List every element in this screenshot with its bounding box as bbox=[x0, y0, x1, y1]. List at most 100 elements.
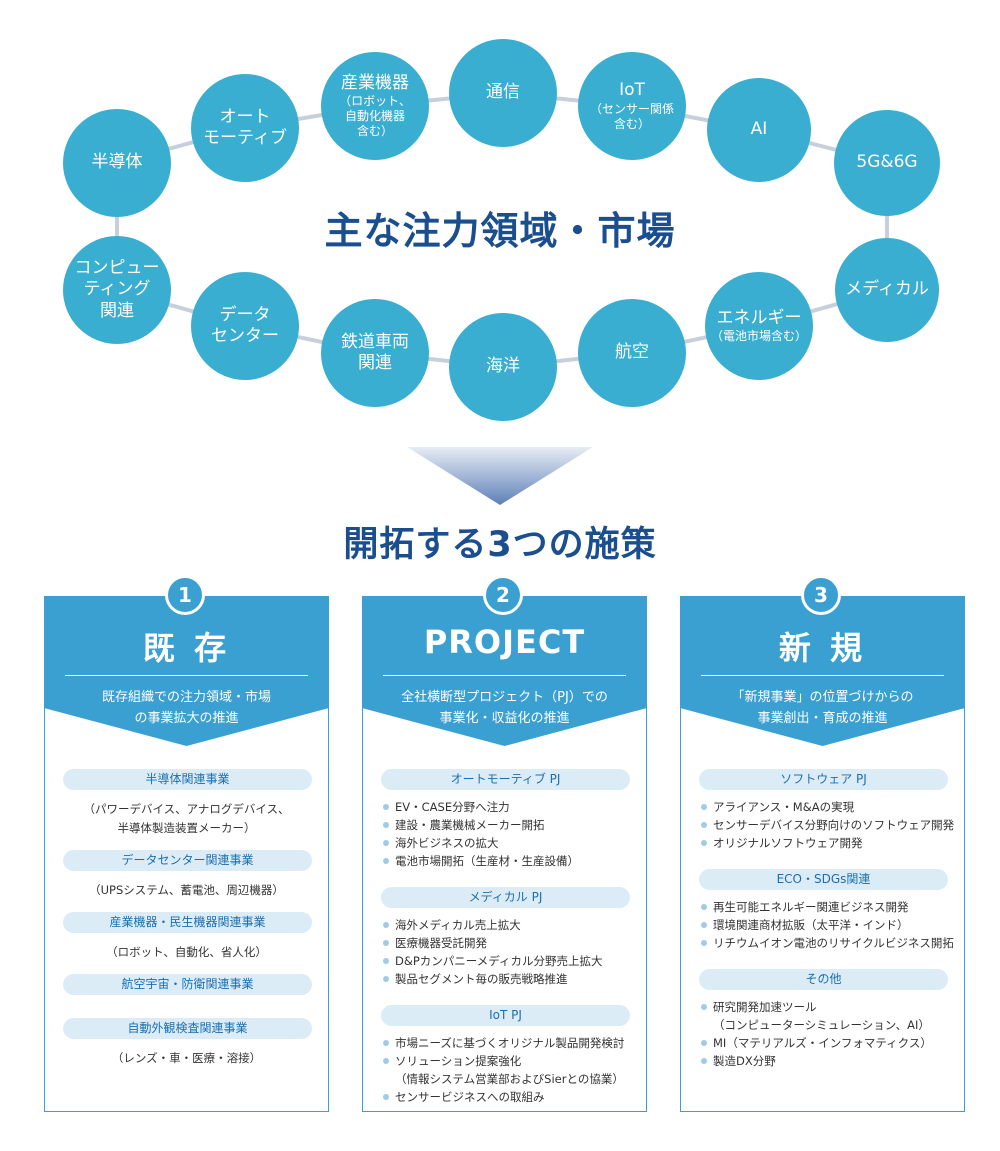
card-number-badge: 3 bbox=[801, 575, 841, 615]
group-bullet-list: 研究開発加速ツール （コンピューターシミュレーション、AI）MI（マテリアルズ・… bbox=[681, 998, 964, 1070]
card-subtitle: 既存組織での注力領域・市場 の事業拡大の推進 bbox=[101, 690, 271, 726]
bullet-item: 海外メディカル売上拡大 bbox=[383, 916, 646, 934]
card-group: ECO・SDGs関連再生可能エネルギー関連ビジネス開発環境関連商材拡販（太平洋・… bbox=[681, 869, 964, 952]
card-group: IoT PJ 市場ニーズに基づくオリジナル製品開発検討ソリューション提案強化 （情… bbox=[363, 1005, 646, 1106]
bullet-item: 市場ニーズに基づくオリジナル製品開発検討 bbox=[383, 1034, 646, 1052]
card-subtitle: 全社横断型プロジェクト（PJ）での 事業化・収益化の推進 bbox=[401, 690, 608, 726]
card-title: 既 存 bbox=[142, 629, 231, 667]
focus-area-automotive: オート モーティブ bbox=[191, 74, 299, 182]
card-header-shape bbox=[44, 596, 329, 746]
bullet-item: 製造DX分野 bbox=[701, 1052, 964, 1070]
group-label: IoT PJ bbox=[381, 1005, 630, 1026]
focus-area-note: （電池市場含む） bbox=[710, 329, 807, 344]
focus-area-medical: メディカル bbox=[835, 238, 939, 342]
group-note: （UPSシステム、蓄電池、周辺機器） bbox=[89, 883, 284, 897]
group-bullet-list: EV・CASE分野へ注力建設・農業機械メーカー開拓海外ビジネスの拡大電池市場開拓… bbox=[363, 798, 646, 870]
group-label: 産業機器・民生機器関連事業 bbox=[63, 912, 312, 933]
card-divider bbox=[383, 675, 626, 676]
bullet-item: 再生可能エネルギー関連ビジネス開発 bbox=[701, 898, 964, 916]
focus-area-label: AI bbox=[750, 119, 768, 140]
focus-area-label: 通信 bbox=[486, 82, 520, 103]
bullet-item: 電池市場開拓（生産材・生産設備） bbox=[383, 852, 646, 870]
focus-area-aviation: 航空 bbox=[578, 299, 686, 407]
down-arrow bbox=[407, 447, 593, 505]
card-header-shape bbox=[362, 596, 647, 746]
bullet-item: 海外ビジネスの拡大 bbox=[383, 834, 646, 852]
group-bullet-list: アライアンス・M&Aの実現センサーデバイス分野向けのソフトウェア開発オリジナルソ… bbox=[681, 798, 964, 852]
focus-area-iot: IoT（センサー関係 含む） bbox=[578, 52, 686, 160]
group-note: （パワーデバイス、アナログデバイス、 半導体製造装置メーカー） bbox=[83, 802, 290, 835]
bullet-item: 環境関連商材拡販（太平洋・インド） bbox=[701, 916, 964, 934]
focus-area-label: 鉄道車両 関連 bbox=[341, 331, 409, 373]
card-header-shape bbox=[680, 596, 965, 746]
focus-area-note: （センサー関係 含む） bbox=[589, 101, 674, 131]
card-divider bbox=[65, 675, 308, 676]
focus-area-label: 産業機器 bbox=[340, 72, 409, 93]
bullet-item: MI（マテリアルズ・インフォマティクス） bbox=[701, 1034, 964, 1052]
bullet-item: 製品セグメント毎の販売戦略推進 bbox=[383, 970, 646, 988]
bullet-item: 建設・農業機械メーカー開拓 bbox=[383, 816, 646, 834]
focus-area-railway: 鉄道車両 関連 bbox=[321, 299, 429, 407]
focus-area-industrial: 産業機器（ロボット、 自動化機器 含む） bbox=[321, 52, 429, 160]
section-title: 開拓する3つの施策 bbox=[343, 525, 657, 565]
focus-area-label: 5G&6G bbox=[856, 152, 918, 173]
group-bullet-list: 再生可能エネルギー関連ビジネス開発環境関連商材拡販（太平洋・インド）リチウムイオ… bbox=[681, 898, 964, 952]
card-number-badge: 2 bbox=[483, 575, 523, 615]
group-label: メディカル PJ bbox=[381, 887, 630, 908]
group-label: データセンター関連事業 bbox=[63, 850, 312, 871]
focus-area-label: データ センター bbox=[211, 304, 279, 346]
bullet-item: センサーデバイス分野向けのソフトウェア開発 bbox=[701, 816, 964, 834]
card-body: 半導体関連事業 （パワーデバイス、アナログデバイス、 半導体製造装置メーカー） デー… bbox=[45, 769, 328, 1080]
focus-area-computing: コンピュー ティング 関連 bbox=[63, 236, 171, 344]
group-label: 航空宇宙・防衛関連事業 bbox=[63, 974, 312, 995]
focus-areas-diagram: 主な注力領域・市場 半導体オート モーティブ産業機器（ロボット、 自動化機器 含… bbox=[0, 0, 1000, 421]
focus-area-telecom: 通信 bbox=[449, 39, 557, 147]
focus-area-semiconductor: 半導体 bbox=[63, 109, 171, 217]
card-group: その他研究開発加速ツール （コンピューターシミュレーション、AI）MI（マテリア… bbox=[681, 969, 964, 1070]
focus-area-ai: AI bbox=[707, 78, 811, 182]
bullet-item: 医療機器受託開発 bbox=[383, 934, 646, 952]
card-subtitle: 「新規事業」の位置づけからの 事業創出・育成の推進 bbox=[731, 690, 914, 726]
group-bullet-list: 市場ニーズに基づくオリジナル製品開発検討ソリューション提案強化 （情報システム営… bbox=[363, 1034, 646, 1106]
card-title: PROJECT bbox=[423, 623, 586, 661]
focus-area-label: オート モーティブ bbox=[203, 106, 287, 148]
card-group: 自動外観検査関連事業 （レンズ・車・医療・溶接） bbox=[45, 1018, 328, 1068]
group-label: ECO・SDGs関連 bbox=[699, 869, 948, 890]
focus-area-label: 海洋 bbox=[486, 356, 520, 377]
bullet-item: ソリューション提案強化 （情報システム営業部およびSierとの協業） bbox=[383, 1052, 646, 1088]
card-header: 3 新 規「新規事業」の位置づけからの 事業創出・育成の推進 bbox=[680, 575, 965, 751]
card-title: 新 規 bbox=[778, 629, 867, 667]
group-label: その他 bbox=[699, 969, 948, 990]
group-label: 半導体関連事業 bbox=[63, 769, 312, 790]
bullet-item: 研究開発加速ツール （コンピューターシミュレーション、AI） bbox=[701, 998, 964, 1034]
focus-area-label: 航空 bbox=[615, 342, 649, 363]
group-note: （レンズ・車・医療・溶接） bbox=[111, 1051, 262, 1065]
bullet-item: アライアンス・M&Aの実現 bbox=[701, 798, 964, 816]
group-label: 自動外観検査関連事業 bbox=[63, 1018, 312, 1039]
bullet-item: センサービジネスへの取組み bbox=[383, 1088, 646, 1106]
focus-area-label: IoT bbox=[619, 80, 645, 101]
focus-area-note: （ロボット、 自動化機器 含む） bbox=[339, 94, 411, 139]
focus-area-datacenter: データ センター bbox=[191, 272, 299, 380]
bullet-item: D&Pカンパニーメディカル分野売上拡大 bbox=[383, 952, 646, 970]
card-group: 半導体関連事業 （パワーデバイス、アナログデバイス、 半導体製造装置メーカー） bbox=[45, 769, 328, 838]
group-note: （ロボット、自動化、省人化） bbox=[106, 945, 267, 959]
card-group: 航空宇宙・防衛関連事業 bbox=[45, 974, 328, 995]
focus-area-label: コンピュー ティング 関連 bbox=[74, 258, 160, 321]
focus-area-label: 半導体 bbox=[91, 152, 143, 173]
focus-area-label: エネルギー bbox=[716, 307, 802, 328]
card-group: データセンター関連事業 （UPSシステム、蓄電池、周辺機器） bbox=[45, 850, 328, 900]
card-divider bbox=[701, 675, 944, 676]
bullet-item: オリジナルソフトウェア開発 bbox=[701, 834, 964, 852]
